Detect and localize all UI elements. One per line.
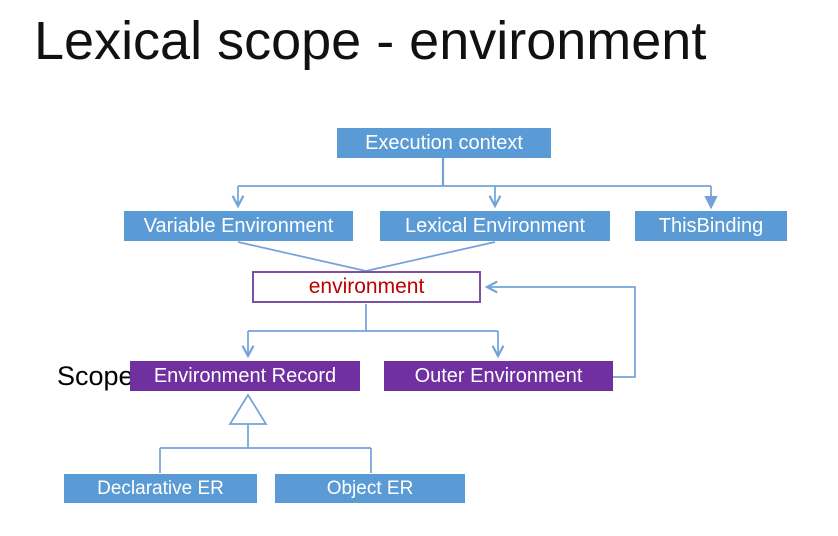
node-variable-environment: Variable Environment — [124, 211, 353, 241]
node-environment-record: Environment Record — [130, 361, 360, 391]
page-title: Lexical scope - environment — [34, 11, 707, 71]
edge-lexical-environment-to-environment — [365, 241, 496, 272]
edge-variable-environment-to-environment — [237, 241, 367, 272]
generalization-triangle-icon — [228, 393, 268, 425]
scope-label: Scope — [57, 360, 134, 391]
node-this-binding: ThisBinding — [635, 211, 787, 241]
node-lexical-environment: Lexical Environment — [380, 211, 610, 241]
node-object-er: Object ER — [275, 474, 465, 503]
node-outer-environment: Outer Environment — [384, 361, 613, 391]
node-execution-context: Execution context — [337, 128, 551, 158]
node-declarative-er: Declarative ER — [64, 474, 257, 503]
edge-outer-environment-to-environment-loop — [487, 287, 636, 378]
node-environment: environment — [252, 271, 481, 303]
